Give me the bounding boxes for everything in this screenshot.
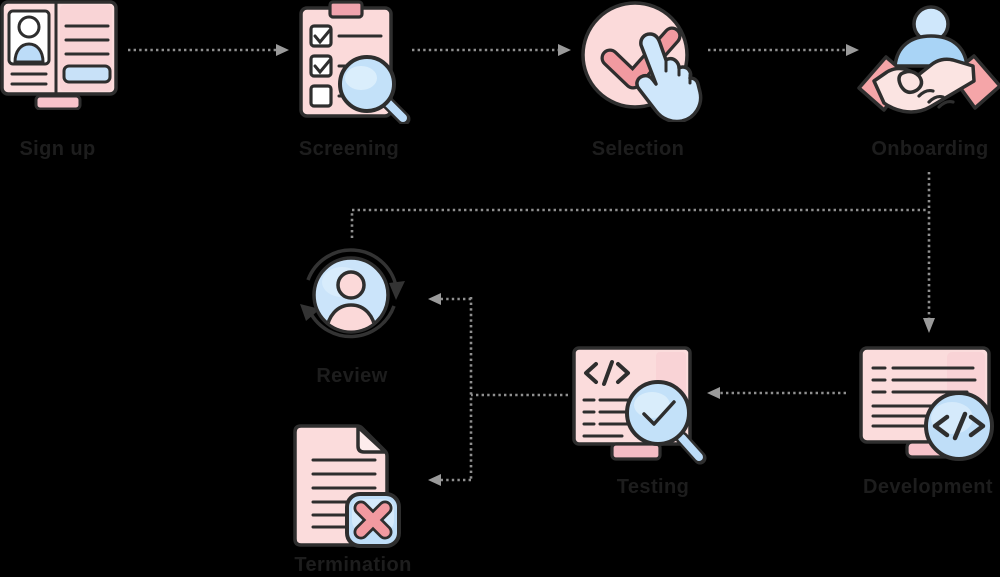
termination-label: Termination [294, 554, 412, 576]
node-signup [0, 0, 118, 110]
node-development [855, 334, 1000, 464]
node-testing [570, 342, 710, 466]
development-label: Development [863, 476, 993, 498]
handshake-icon [857, 5, 1000, 114]
tap-check-icon [581, 1, 703, 122]
node-selection [578, 0, 703, 122]
testing-label: Testing [616, 476, 690, 498]
node-screening [293, 0, 415, 124]
review-label: Review [316, 365, 388, 387]
person-refresh-icon [300, 248, 405, 339]
node-onboarding [857, 0, 1000, 122]
connector-review-loopback [350, 208, 928, 238]
screening-label: Screening [298, 138, 400, 160]
checklist-magnifier-icon [299, 0, 411, 124]
onboarding-label: Onboarding [871, 138, 989, 160]
signup-label: Sign up [19, 138, 96, 160]
code-monitor-icon [859, 346, 994, 461]
rejected-document-icon [293, 424, 401, 548]
selection-label: Selection [591, 138, 685, 160]
code-review-icon [572, 346, 707, 465]
node-review [294, 238, 408, 352]
profile-monitor-icon [0, 0, 118, 110]
node-termination [289, 422, 424, 555]
